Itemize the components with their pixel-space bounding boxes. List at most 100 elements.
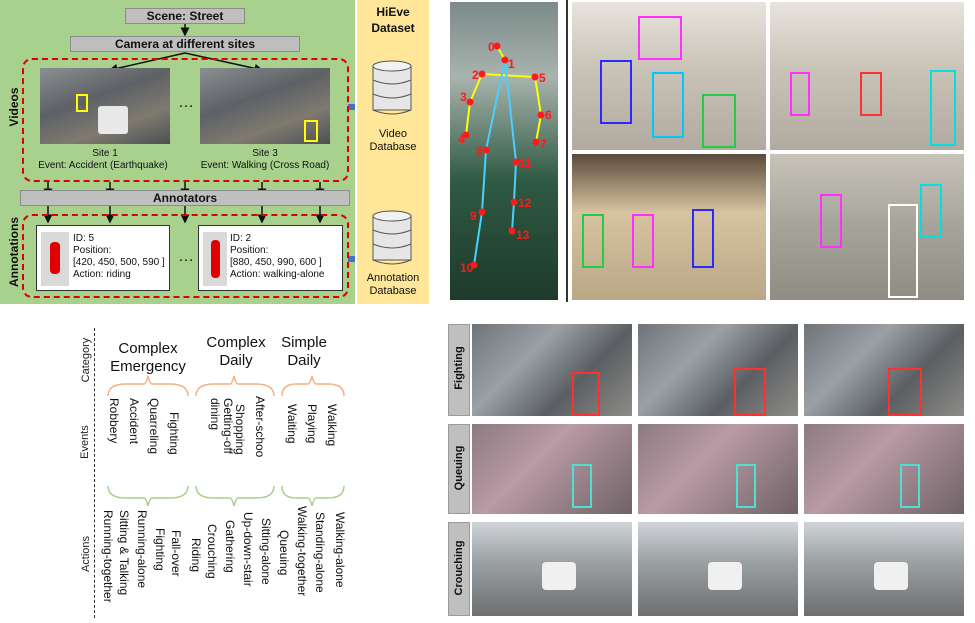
category-simple-daily: Simple Daily: [281, 334, 327, 369]
detection-box: [304, 120, 318, 142]
bbox: [930, 70, 956, 146]
bbox: [820, 194, 842, 248]
site1-event: Event: Accident (Earthquake): [38, 160, 168, 171]
camera-box: Camera at different sites: [70, 36, 300, 52]
site3-video-frame: [200, 68, 330, 144]
bbox: [652, 72, 684, 138]
bbox: [692, 209, 714, 268]
site3-label: Site 3: [252, 148, 278, 159]
crouching-frame-1: [472, 522, 632, 616]
keypoint-label: 2: [472, 68, 479, 82]
queuing-frame-1: [472, 424, 632, 514]
hieve-title: HiEve Dataset: [371, 5, 415, 35]
action-fighting: Fighting: [153, 528, 167, 571]
annotation-2-text: ID: 2 Position: [880, 450, 990, 600 ] Ac…: [230, 233, 325, 280]
action-queuing: Queuing: [277, 530, 291, 576]
event-getting-off-dining: Getting-off dining: [208, 398, 235, 454]
action-running-together: Running-together: [101, 510, 115, 603]
annotators-box: Annotators: [20, 190, 350, 206]
row-label-crouching: Crouching: [453, 540, 465, 596]
pose-skeleton: 0 1 2 3 4 5 6 7 8 9 10 11 12 13: [458, 40, 552, 275]
keypoint-label: 8: [476, 144, 483, 158]
bbox: [790, 72, 810, 116]
event-robbery: Robbery: [107, 398, 121, 444]
keypoint-label: 1: [508, 57, 515, 71]
video-database-label: Video Database: [369, 128, 417, 153]
event-walking: Walking: [325, 404, 339, 447]
keypoint-label: 9: [470, 209, 477, 223]
pipeline-arrows: [43, 24, 355, 262]
mall-tracking-image-3: [572, 154, 766, 300]
row-label-fighting: Fighting: [453, 346, 465, 390]
mall-tracking-image-2: [770, 2, 964, 150]
event-quarreling: Quarreling: [147, 398, 161, 455]
keypoint-label: 13: [516, 228, 530, 242]
taxonomy-braces: [107, 375, 345, 507]
video-database-icon: [372, 60, 412, 115]
event-shopping: Shopping: [233, 404, 247, 455]
person-mask: [211, 240, 220, 278]
annotation-card-1: ID: 5 Position: [420, 450, 500, 590 ] Ac…: [36, 225, 170, 291]
annotation-1-text: ID: 5 Position: [420, 450, 500, 590 ] Ac…: [73, 233, 165, 280]
action-up-down-stair: Up-down-stair: [241, 512, 255, 587]
keypoint-label: 6: [545, 108, 552, 122]
annotation-card-2: ID: 2 Position: [880, 450, 990, 600 ] Ac…: [198, 225, 343, 291]
action-sitting-alone: Sitting-alone: [259, 518, 273, 585]
actions-row-label: Actions: [80, 535, 92, 573]
queuing-frame-3: [804, 424, 964, 514]
row-tab-crouching: [448, 522, 470, 616]
action-fall-over: Fall-over: [169, 530, 183, 577]
bbox: [920, 184, 942, 238]
action-standing-alone: Standing-alone: [313, 512, 327, 593]
category-complex-emergency: Complex Emergency: [110, 340, 186, 375]
bbox: [572, 372, 600, 416]
keypoint-label: 10: [460, 261, 474, 275]
event-accident: Accident: [127, 398, 141, 445]
category-complex-daily: Complex Daily: [206, 334, 266, 369]
fighting-frame-3: [804, 324, 964, 416]
event-waiting: Waiting: [285, 404, 299, 444]
keypoint-label: 3: [460, 90, 467, 104]
pose-example-image: [450, 2, 558, 300]
site1-video-frame: [40, 68, 170, 144]
vehicle: [708, 562, 742, 590]
annotations-label: Annotations: [7, 217, 21, 287]
bbox: [632, 214, 654, 268]
crouching-frame-3: [804, 522, 964, 616]
event-after-school: After-schoo: [253, 396, 267, 458]
person-thumbnail: [41, 232, 69, 286]
person-mask: [50, 242, 60, 274]
keypoint-label: 12: [518, 196, 532, 210]
site3-event: Event: Walking (Cross Road): [200, 160, 330, 171]
annotation-database-label: Annotation Database: [366, 272, 420, 297]
bbox: [638, 16, 682, 60]
keypoint-label: 4: [458, 132, 465, 146]
taxonomy-divider: [94, 328, 95, 618]
row-tab-fighting: [448, 324, 470, 416]
site1-label: Site 1: [92, 148, 118, 159]
bbox: [734, 368, 766, 416]
bbox: [888, 368, 922, 416]
keypoint-label: 7: [540, 137, 547, 151]
bbox: [600, 60, 632, 124]
event-playing: Playing: [305, 404, 319, 444]
person-thumbnail: [203, 232, 227, 286]
vertical-divider: [566, 0, 568, 302]
bbox: [572, 464, 592, 508]
action-running-alone: Running-alone: [135, 510, 149, 589]
videos-ellipsis: …: [178, 94, 194, 111]
fighting-frame-1: [472, 324, 632, 416]
action-riding: Riding: [189, 538, 203, 573]
vehicle: [98, 106, 128, 134]
bbox: [582, 214, 604, 268]
bbox: [736, 464, 756, 508]
mall-tracking-image-1: [572, 2, 766, 150]
action-crouching: Crouching: [205, 524, 219, 579]
videos-label: Videos: [7, 87, 21, 127]
bbox: [702, 94, 736, 148]
annotations-group: [22, 214, 349, 298]
keypoint-label: 5: [539, 71, 546, 85]
annotation-database-icon: [372, 210, 412, 265]
bbox: [900, 464, 920, 508]
bbox: [888, 204, 918, 298]
